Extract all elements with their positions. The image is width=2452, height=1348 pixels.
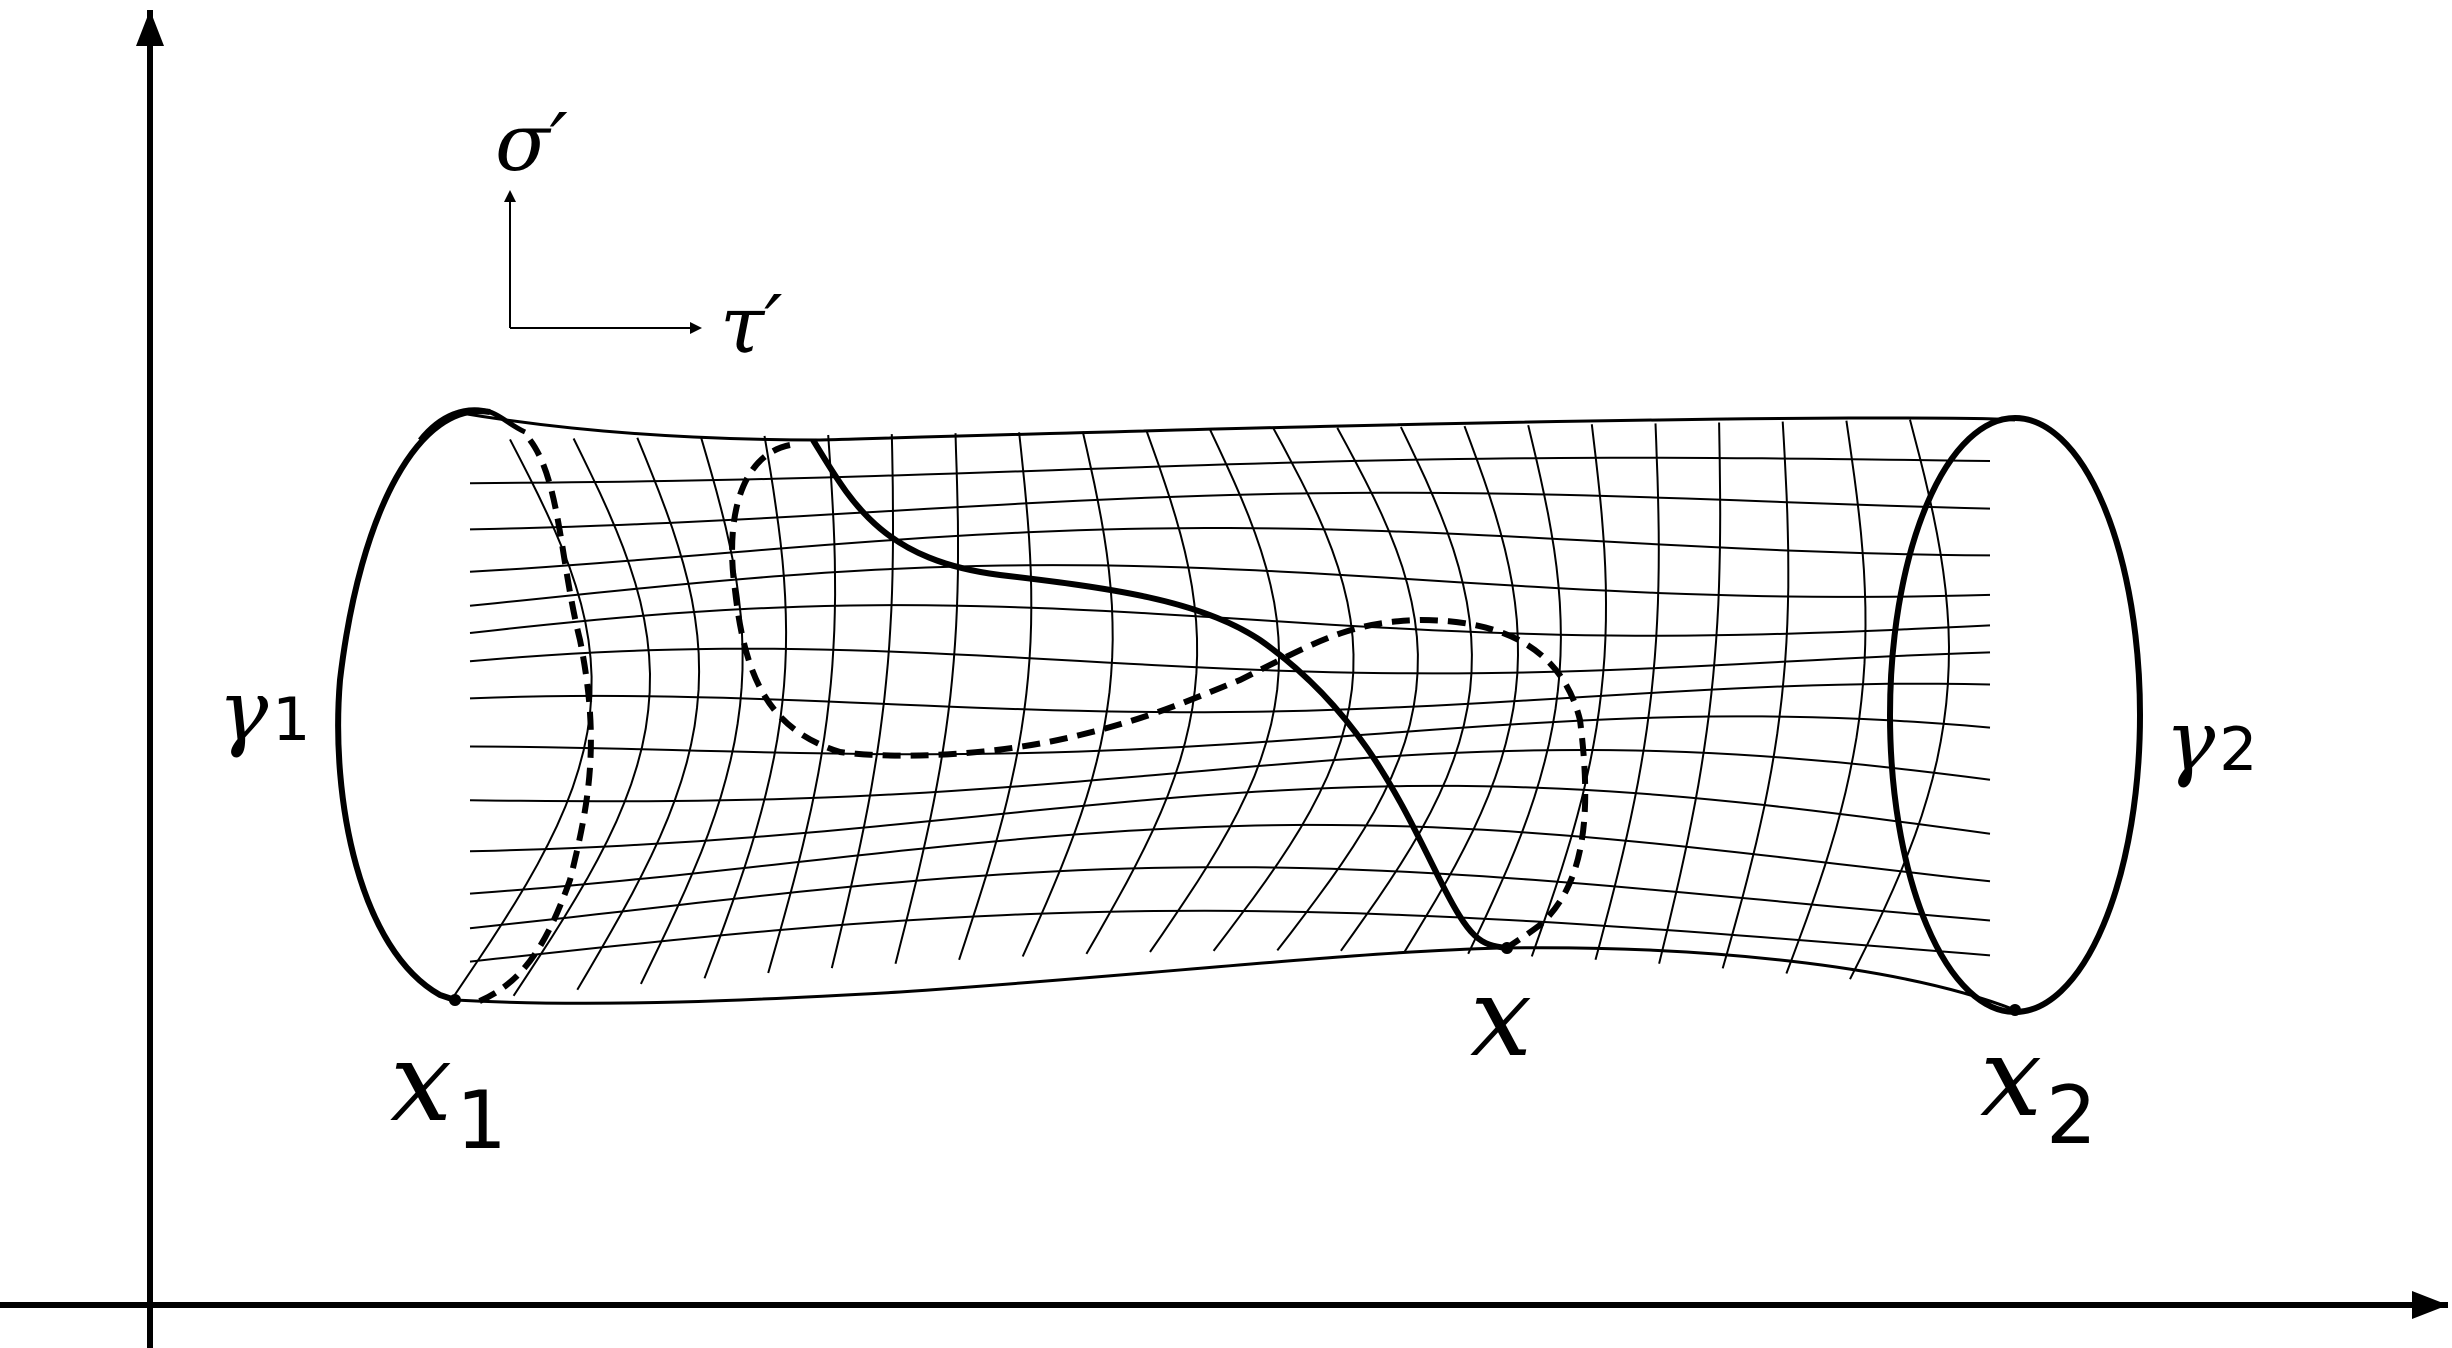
grid-line-trans [830,434,894,969]
grid-line-trans [1658,422,1722,964]
point-x1 [449,994,461,1006]
label-gamma1: γ1 [218,662,310,760]
label-gamma2: γ2 [2165,692,2257,790]
label-sigma-prime: σ′ [495,96,568,189]
label-x: x [1470,953,1532,1081]
grid-line-trans [639,436,744,985]
grid-line-trans [1594,423,1660,960]
grid-line-long [469,909,1991,963]
grid-line-long [469,604,1991,637]
grid-line-trans [958,432,1033,961]
grid-line-trans [1085,430,1199,955]
grid-line-trans [1403,425,1520,953]
grid-line-trans [1530,424,1608,957]
grid-line-long [469,748,1991,803]
grid-line-trans [1212,428,1355,952]
grid-line-trans [1849,419,1951,980]
left-boundary-gamma1 [335,408,491,1003]
grid-line-long [469,491,1991,531]
grid-line-long [469,527,1991,573]
grid-line-long [469,715,1991,756]
surface-grid [449,419,1991,1003]
grid-line-long [469,784,1991,853]
grid-line-trans [1276,427,1419,952]
grid-line-long [469,456,1991,485]
solid-path-to-x [810,438,1508,951]
grid-line-long [469,647,1991,675]
label-x2: x2 [1980,1013,2097,1162]
dashed-path-left [473,438,594,1006]
label-x1: x1 [390,1018,507,1167]
point-x [1501,942,1513,954]
dashed-path-middle [729,442,1589,951]
grid-line-trans [1721,421,1790,969]
grid-line-trans [1467,424,1562,955]
grid-line-trans [1149,429,1281,953]
grid-line-long [469,866,1991,930]
grid-line-trans [512,438,652,997]
grid-line-trans [767,434,837,974]
point-x2 [2009,1004,2021,1016]
label-tau-prime: τ′ [720,278,782,371]
grid-line-trans [703,435,788,979]
cylinder-bottom-edge [454,946,2016,1012]
grid-line-trans [1785,420,1867,974]
grid-line-trans [1021,431,1114,957]
grid-line-long [469,564,1991,607]
right-boundary-gamma2 [1887,415,2143,1015]
cylinder-top-edge [454,410,2016,442]
grid-line-trans [576,437,701,991]
grid-line-trans [1340,426,1473,952]
grid-line-trans [894,433,959,964]
grid-line-long [469,682,1991,714]
left-boundary-top-cap [418,407,527,442]
